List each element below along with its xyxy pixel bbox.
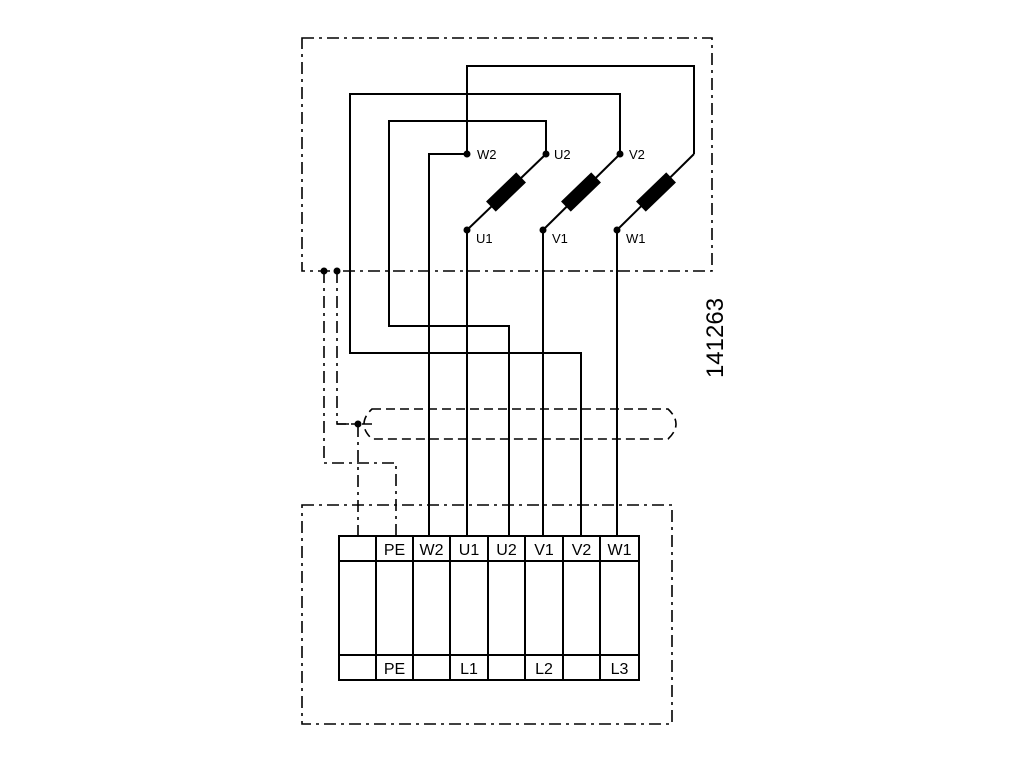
- block-top-label: V1: [534, 542, 554, 559]
- block-top-label: W1: [608, 542, 632, 559]
- block-top-label: PE: [384, 542, 405, 559]
- terminal-box-enclosure: [301, 504, 673, 725]
- earth-connection: [323, 271, 397, 536]
- block-bottom-label: L1: [460, 661, 478, 678]
- terminal-label-w1: W1: [626, 231, 646, 246]
- terminal-block: PE W2 U1 U2 V1 V2 W1 PE L1 L2 L3: [338, 535, 640, 681]
- winding-v: [542, 153, 621, 231]
- block-bottom-label: L3: [611, 661, 629, 678]
- terminal-label-u2: U2: [554, 147, 571, 162]
- block-top-label: U1: [459, 542, 480, 559]
- block-top-label: U2: [496, 542, 517, 559]
- block-bottom-label: PE: [384, 661, 405, 678]
- winding-w: [616, 153, 695, 231]
- drawing-number: 141263: [702, 298, 729, 378]
- motor-enclosure: [301, 37, 713, 272]
- terminal-label-v1: V1: [552, 231, 568, 246]
- connection-nodes: [320, 150, 624, 428]
- cable-sheath: [363, 408, 677, 440]
- terminal-label-v2: V2: [629, 147, 645, 162]
- motor-terminal-labels: W2 U2 V2 U1 V1 W1: [476, 147, 646, 246]
- connection-wires: [349, 65, 695, 536]
- block-bottom-label: L2: [535, 661, 553, 678]
- block-top-label: W2: [420, 542, 444, 559]
- block-top-label: V2: [572, 542, 592, 559]
- winding-u: [466, 153, 547, 231]
- terminal-label-u1: U1: [476, 231, 493, 246]
- terminal-label-w2: W2: [477, 147, 497, 162]
